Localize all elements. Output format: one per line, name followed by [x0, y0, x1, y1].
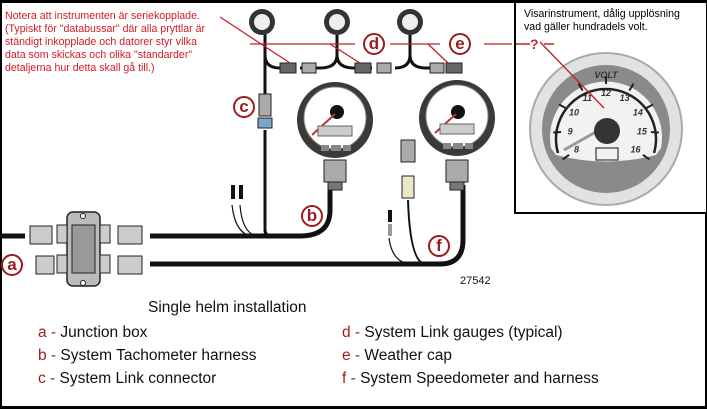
legend-item-c: c - System Link connector — [38, 370, 216, 388]
callout-f: f — [428, 235, 450, 257]
gauge-tick — [577, 83, 584, 92]
inset-caption: Visarinstrument, dålig upplösning vad gä… — [524, 8, 706, 34]
legend-text: System Tachometer harness — [60, 347, 257, 364]
tachometer-gauge — [297, 82, 373, 191]
gauge-tick-label: 9 — [568, 126, 573, 136]
gauge-tick-label: 15 — [637, 126, 648, 136]
gauge-ticks — [553, 76, 659, 161]
inset-caption-line: vad gäller hundradels volt. — [524, 21, 648, 33]
gauge-tick-label: 12 — [601, 88, 611, 98]
callout-d: d — [363, 33, 385, 55]
gauge-tick-label: 8 — [574, 145, 579, 155]
junction-box — [29, 211, 143, 287]
gauge-hub — [594, 118, 620, 144]
gauge-tick — [628, 83, 635, 92]
legend-text: Junction box — [60, 324, 148, 341]
gauge-tick-label: 14 — [633, 107, 643, 117]
legend-key: b - — [38, 347, 57, 364]
gauge-tick-label: 10 — [569, 107, 579, 117]
note-line: detaljerna hur detta skall gå till.) — [5, 62, 155, 74]
callout-c: c — [233, 96, 255, 118]
speed-pickup-cable — [407, 199, 426, 265]
legend-item-a: a - Junction box — [38, 324, 147, 342]
legend-item-e: e - Weather cap — [342, 347, 452, 365]
gauge-tick — [553, 130, 562, 134]
lead-wire-f — [388, 237, 411, 265]
gauge-tick-label: 13 — [620, 93, 630, 103]
system-link-connector — [257, 93, 273, 129]
system-link-gauges — [249, 9, 463, 74]
battery-icon — [595, 147, 619, 161]
legend-item-b: b - System Tachometer harness — [38, 347, 257, 365]
legend-key: a - — [38, 324, 57, 341]
legend-key: e - — [342, 347, 361, 364]
gauge-tick — [562, 153, 570, 161]
question-mark: ? — [530, 36, 539, 52]
lead-terminal-f — [388, 210, 392, 222]
legend-key: c - — [38, 370, 56, 387]
gauge-tick — [558, 103, 567, 110]
legend-key: f - — [342, 370, 356, 387]
lead-terminal-1 — [231, 185, 235, 199]
figure-number: 27542 — [460, 275, 491, 287]
gauge-label: VOLT — [594, 70, 619, 80]
lead-terminal-2 — [239, 185, 243, 199]
gauge-tick — [645, 103, 654, 110]
note-line: (Typiskt för "databussar" där alla prytt… — [5, 23, 206, 35]
inset-caption-line: Visarinstrument, dålig upplösning — [524, 8, 680, 20]
gauge-tick-label: 11 — [583, 93, 592, 103]
legend-text: System Link gauges (typical) — [364, 324, 563, 341]
speedometer-cable — [150, 185, 466, 267]
voltmeter-inset: Visarinstrument, dålig upplösning vad gä… — [514, 3, 706, 214]
note-line: data som skickas och olika "standarder" — [5, 49, 193, 61]
legend-text: Weather cap — [364, 347, 453, 364]
callout-a: a — [1, 254, 23, 276]
speedometer-gauge — [419, 80, 495, 191]
speed-pickup-connector — [400, 139, 416, 199]
note-line: Notera att instrumenten är seriekopplade… — [5, 10, 200, 22]
legend-text: System Link connector — [59, 370, 217, 387]
note-line: ständigt inkopplade och datorer styr vil… — [5, 36, 197, 48]
legend-item-f: f - System Speedometer and harness — [342, 370, 599, 388]
legend-key: d - — [342, 324, 361, 341]
diagram-title: Single helm installation — [148, 299, 307, 316]
annotation-pointers — [219, 16, 512, 64]
gauge-tick — [642, 153, 650, 161]
legend-item-d: d - System Link gauges (typical) — [342, 324, 563, 342]
callout-e: e — [449, 33, 471, 55]
legend-text: System Speedometer and harness — [360, 370, 599, 387]
gauge-tick-label: 16 — [630, 145, 641, 155]
lead-wires-b — [231, 204, 257, 237]
system-link-cable — [263, 130, 273, 238]
tachometer-cable — [150, 185, 333, 239]
gauge-tick — [650, 130, 659, 134]
annotation-note: Notera att instrumenten är seriekopplade… — [5, 10, 245, 75]
callout-b: b — [301, 205, 323, 227]
